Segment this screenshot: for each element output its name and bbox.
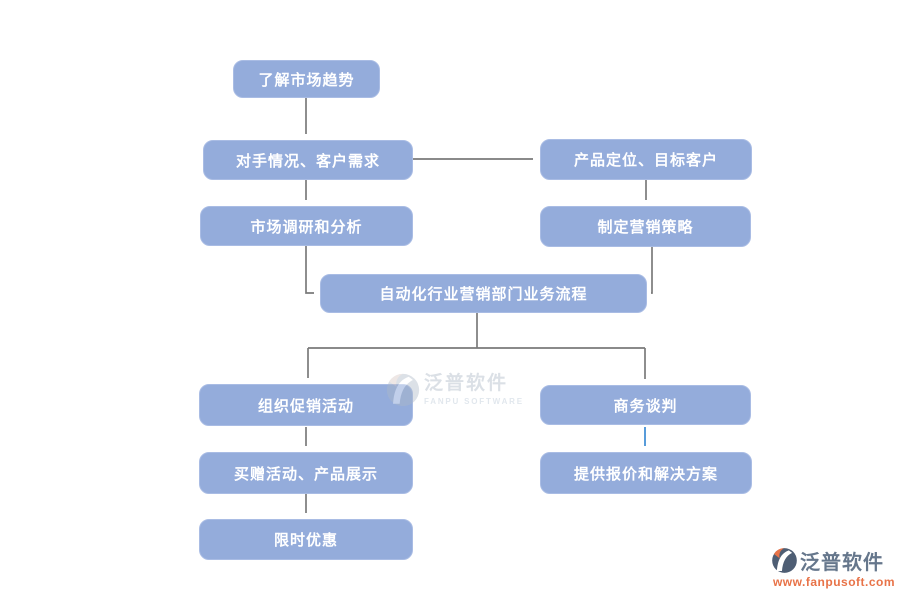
flow-node-organize-promotions: 组织促销活动 — [199, 384, 413, 426]
flow-node-product-positioning-target-customers: 产品定位、目标客户 — [540, 139, 752, 180]
footer-brand-text: 泛普软件 — [800, 552, 884, 574]
flow-node-giveaway-product-display: 买赠活动、产品展示 — [199, 452, 413, 494]
footer-brand-url: www.fanpusoft.com — [772, 575, 896, 589]
flow-node-core-process: 自动化行业营销部门业务流程 — [320, 274, 647, 313]
flow-node-competitor-customer-needs: 对手情况、客户需求 — [203, 140, 413, 180]
flow-node-understand-market-trends: 了解市场趋势 — [233, 60, 380, 98]
edge-strategy-to-core — [651, 247, 653, 294]
edge-research-to-core — [305, 246, 314, 294]
footer-brand-logo: 泛普软件 www.fanpusoft.com — [770, 546, 898, 589]
edge-core-trunk — [308, 313, 645, 349]
flow-node-quotes-and-solutions: 提供报价和解决方案 — [540, 452, 752, 494]
flow-node-marketing-strategy: 制定营销策略 — [540, 206, 751, 247]
flow-node-business-negotiation: 商务谈判 — [540, 385, 751, 425]
fanpu-logo-icon — [772, 548, 797, 573]
flow-node-market-research-analysis: 市场调研和分析 — [200, 206, 413, 246]
flow-node-limited-time-offer: 限时优惠 — [199, 519, 413, 560]
